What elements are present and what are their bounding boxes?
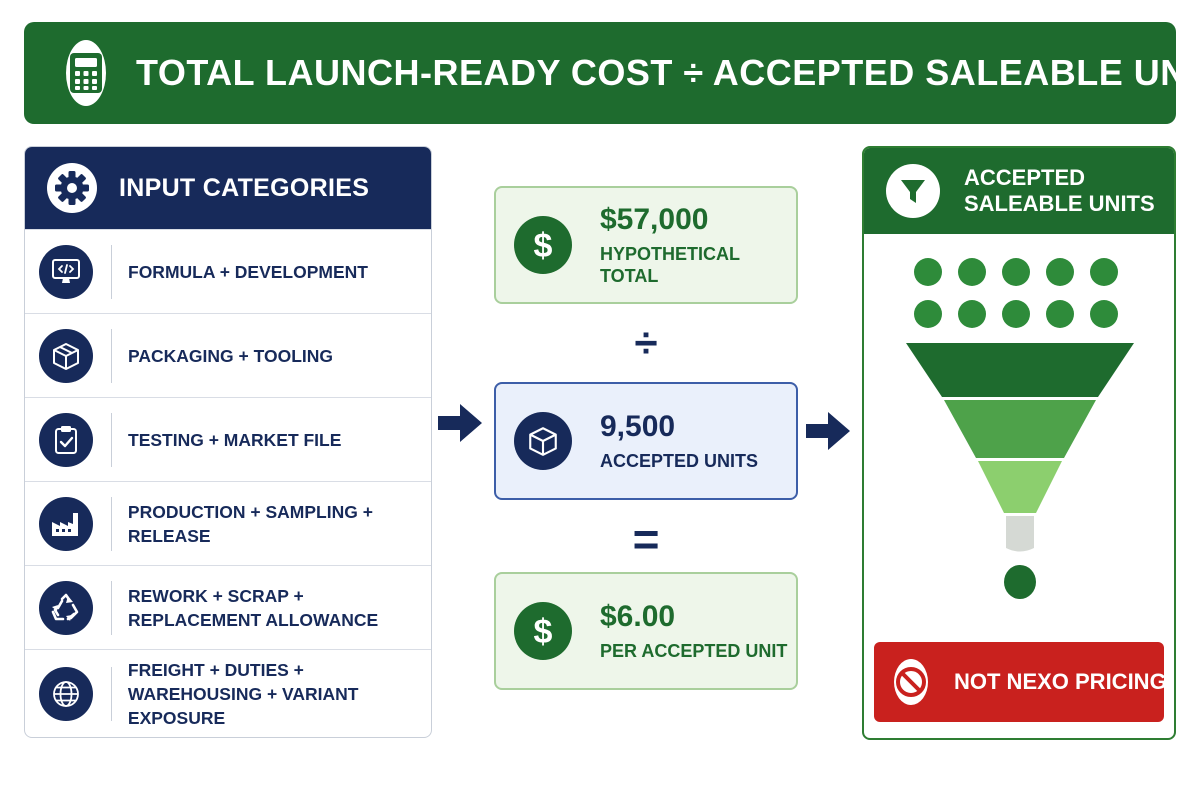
unit-dot [1090,258,1118,286]
divide-symbol: ÷ [634,319,658,366]
funnel-graphic [906,343,1134,599]
list-item: FORMULA + DEVELOPMENT [25,229,431,313]
output-unit-dot [1004,565,1036,599]
factory-icon [39,496,93,551]
item-divider [111,496,112,551]
monitor-code-icon [39,244,93,299]
units-label: ACCEPTED UNITS [600,451,759,471]
per-unit-result-box: $ $6.00 PER ACCEPTED UNIT [494,572,798,690]
funnel-spout [1006,516,1034,552]
unit-dot [1002,258,1030,286]
box-icon [514,412,572,470]
total-label: HYPOTHETICAL TOTAL [600,244,740,286]
funnel-tier-3 [978,461,1062,513]
item-divider [111,244,112,299]
list-item: PACKAGING + TOOLING [25,313,431,397]
title-line-1: ACCEPTED [964,165,1086,190]
svg-text:$: $ [534,227,553,265]
prohibited-icon [894,659,928,705]
dollar-icon: $ [514,602,572,660]
recycle-icon [39,580,93,635]
page-title: TOTAL LAUNCH-READY COST ÷ ACCEPTED SALEA… [136,52,1200,93]
result-value: $6.00 [600,600,676,633]
unit-dot [958,258,986,286]
calculator-icon [66,40,106,106]
total-cost-box: $ $57,000 HYPOTHETICAL TOTAL [494,186,798,304]
unit-dot [1046,300,1074,328]
category-line-2: WAREHOUSING + VARIANT EXPOSURE [127,683,359,728]
item-divider [111,580,112,635]
gear-icon [47,163,97,213]
total-value: $57,000 [600,203,709,236]
svg-text:$: $ [534,613,553,651]
equals-symbol: = [632,513,660,565]
arrow-right-icon [806,412,850,450]
category-line-2: REPLACEMENT ALLOWANCE [128,609,379,630]
warning-text: NOT NEXO PRICING [954,669,1167,694]
globe-icon [39,666,93,721]
category-line-1: TESTING + MARKET FILE [128,429,342,450]
unit-dot [1046,258,1074,286]
clipboard-check-icon [39,412,93,467]
input-categories-panel: INPUT CATEGORIES FORMULA + DEVELOPMENT P… [24,146,432,738]
category-label: FREIGHT + DUTIES + WAREHOUSING + VARIANT… [128,658,431,730]
list-item: TESTING + MARKET FILE [25,397,431,481]
list-item: REWORK + SCRAP + REPLACEMENT ALLOWANCE [25,565,431,649]
warning-banner: NOT NEXO PRICING [874,642,1167,722]
unit-dot [958,300,986,328]
category-line-1: REWORK + SCRAP + [128,585,304,606]
item-divider [111,666,112,721]
item-divider [111,328,112,383]
unit-dot [914,300,942,328]
list-item: FREIGHT + DUTIES + WAREHOUSING + VARIANT… [25,649,431,737]
input-categories-header: INPUT CATEGORIES [25,147,431,229]
funnel-icon [886,164,940,218]
dollar-icon: $ [514,216,572,274]
category-label: PRODUCTION + SAMPLING + RELEASE [128,500,431,548]
saleable-units-title: ACCEPTED SALEABLE UNITS [964,165,1155,217]
category-line-1: FORMULA + DEVELOPMENT [128,261,368,282]
input-categories-title: INPUT CATEGORIES [119,173,370,202]
category-label: PACKAGING + TOOLING [128,344,333,368]
unit-dot [914,258,942,286]
category-label: FORMULA + DEVELOPMENT [128,260,368,284]
funnel-tier-2 [944,400,1096,458]
unit-dot [1002,300,1030,328]
arrow-right-icon [438,404,482,442]
box-icon [39,328,93,383]
saleable-units-panel: ACCEPTED SALEABLE UNITS NOT NEXO PRICING [862,146,1176,740]
list-item: PRODUCTION + SAMPLING + RELEASE [25,481,431,565]
saleable-units-header: ACCEPTED SALEABLE UNITS [864,148,1174,234]
accepted-units-box: 9,500 ACCEPTED UNITS [494,382,798,500]
unit-dot [1090,300,1118,328]
category-label: REWORK + SCRAP + REPLACEMENT ALLOWANCE [128,584,378,632]
funnel-tier-1 [906,343,1134,397]
header-banner: TOTAL LAUNCH-READY COST ÷ ACCEPTED SALEA… [24,22,1200,124]
units-value: 9,500 [600,410,676,443]
category-line-1: PRODUCTION + SAMPLING + RELEASE [127,501,373,546]
category-line-1: PACKAGING + TOOLING [128,345,333,366]
item-divider [111,412,112,467]
category-label: TESTING + MARKET FILE [128,428,341,452]
category-line-1: FREIGHT + DUTIES + [127,659,304,680]
result-label: PER ACCEPTED UNIT [600,641,788,661]
title-line-2: SALEABLE UNITS [964,191,1155,216]
